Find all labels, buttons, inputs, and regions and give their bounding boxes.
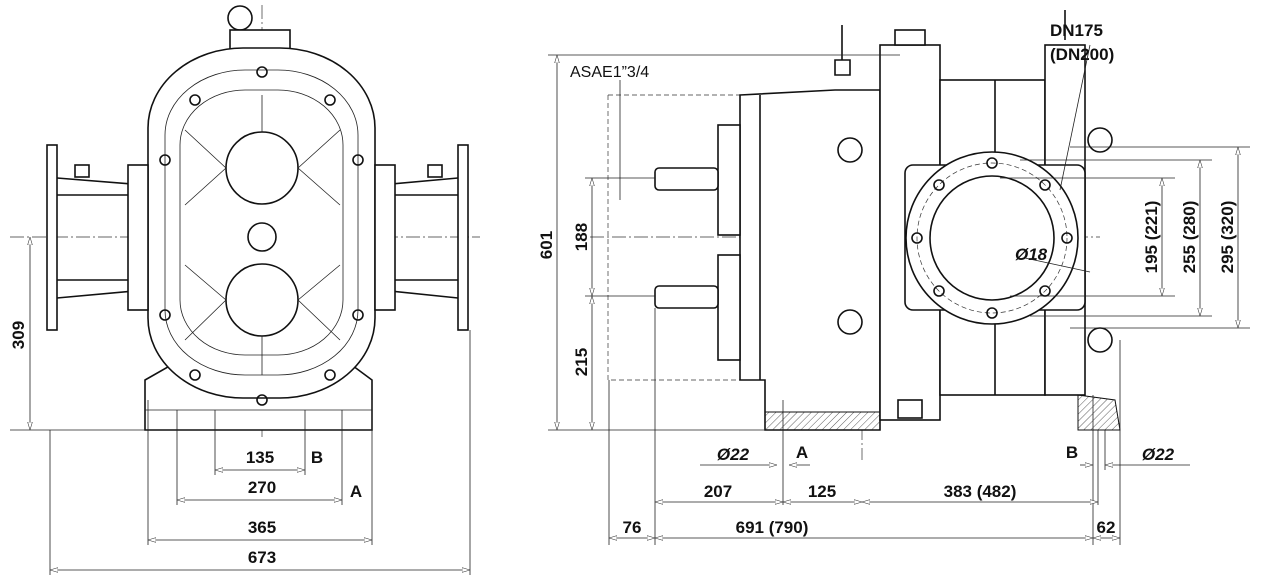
dim-295: 295 (320) [1218,201,1237,274]
dim-691: 691 (790) [736,518,809,537]
dim-601: 601 [537,231,556,259]
foot-a [764,411,881,431]
bolt-hole-label: Ø18 [1015,245,1048,264]
flange-bolt-holes [911,157,1073,319]
right-pipe [379,177,459,299]
left-pipe [56,177,146,299]
mark-a: A [796,443,808,462]
foot-b [1077,394,1121,431]
dim-76: 76 [623,518,642,537]
eye-bolt [227,5,253,31]
lower-shaft [654,285,719,309]
dim-270: 270 [248,478,276,497]
hole-b-diameter: Ø22 [1142,445,1175,464]
dim-309: 309 [9,321,28,349]
flange-label-dn200: (DN200) [1050,45,1114,64]
lower-rotor [225,263,299,337]
dim-195: 195 (221) [1142,201,1161,274]
dim-365: 365 [248,518,276,537]
mark-b: B [1066,443,1078,462]
front-view: 309 135 B 270 A 365 673 [9,5,480,575]
dim-215: 215 [572,348,591,376]
dim-125: 125 [808,482,836,501]
body-bolts [159,66,364,406]
dim-673: 673 [248,548,276,567]
dim-188: 188 [572,223,591,251]
dim-383: 383 (482) [944,482,1017,501]
nut [427,164,443,178]
mark-b: B [311,448,323,467]
shaft-label: ASAE1”3/4 [570,64,649,81]
right-flange [457,144,469,331]
left-flange [46,144,58,331]
upper-shaft [654,167,719,191]
dim-62: 62 [1097,518,1116,537]
mark-a: A [350,482,362,501]
flange-label-dn175: DN175 [1050,21,1103,40]
side-view: ASAE1”3/4 DN175 (DN200) Ø18 601 188 215 … [537,10,1250,545]
dim-135: 135 [246,448,274,467]
dim-207: 207 [704,482,732,501]
upper-rotor [225,131,299,205]
hole-a-diameter: Ø22 [717,445,750,464]
nut [74,164,90,178]
dim-255: 255 (280) [1180,201,1199,274]
